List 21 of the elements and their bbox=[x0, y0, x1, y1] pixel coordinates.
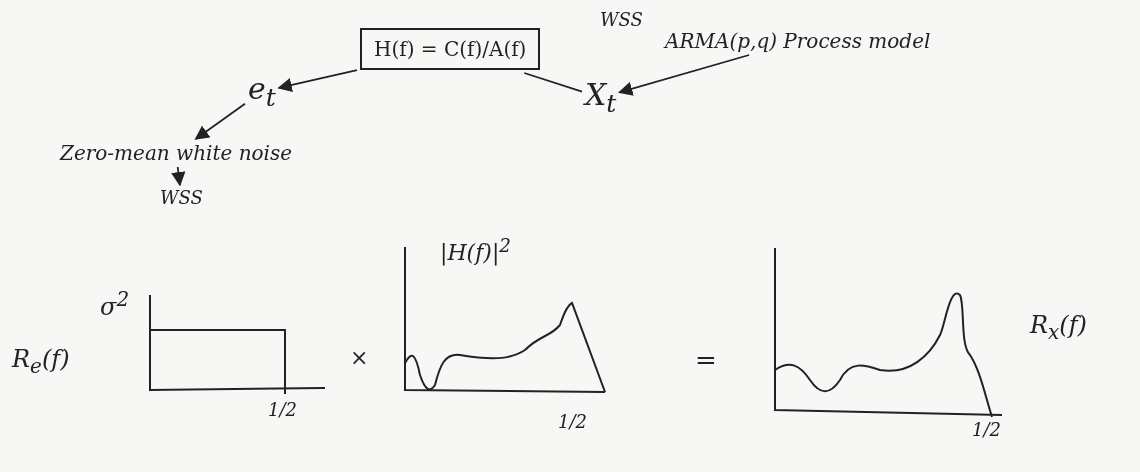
tick-label: 1/2 bbox=[558, 412, 587, 432]
arrow bbox=[194, 102, 246, 140]
signal-label: e$_{t}$ bbox=[248, 72, 276, 112]
plot-label: |H(f)|$^{2}$ bbox=[440, 236, 511, 266]
transfer-function-box: H(f) = C(f)/A(f) bbox=[360, 28, 541, 70]
annotation-text: WSS bbox=[160, 188, 203, 208]
annotation-text: ARMA(p,q) Process model bbox=[665, 30, 931, 52]
operator-sign: = bbox=[695, 346, 717, 375]
connector-line bbox=[523, 72, 583, 93]
annotation-text: Zero-mean white noise bbox=[60, 142, 293, 164]
plot-label: R$_{x}$(f) bbox=[1030, 312, 1087, 343]
plot-label: R$_{e}$(f) bbox=[12, 346, 70, 377]
tick-label: 1/2 bbox=[972, 420, 1001, 440]
axis-label: σ$^{2}$ bbox=[100, 288, 130, 321]
tick-label: 1/2 bbox=[268, 400, 297, 420]
operator-sign: × bbox=[350, 346, 369, 371]
signal-label: X$_{t}$ bbox=[585, 78, 617, 118]
annotation-text: WSS bbox=[600, 10, 643, 30]
arrow bbox=[171, 166, 186, 187]
arrow bbox=[618, 54, 750, 96]
arrow bbox=[277, 69, 358, 93]
